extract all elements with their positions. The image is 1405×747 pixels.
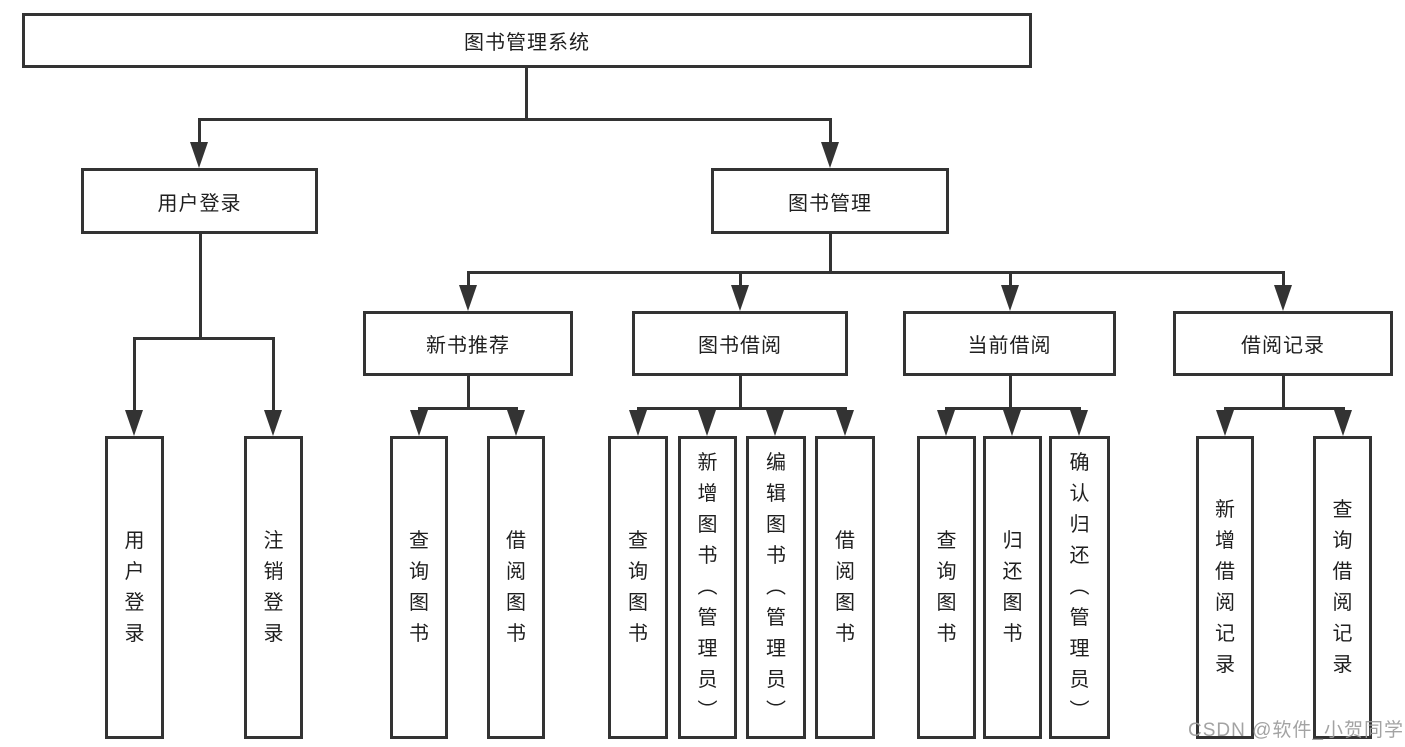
arrow-down-icon — [629, 410, 647, 436]
csdn-watermark: CSDN @软件_小贺同学 — [1188, 720, 1404, 741]
connector-line — [272, 339, 275, 414]
node-leaf-user-login: 用户登录 — [105, 436, 164, 739]
arrow-down-icon — [1334, 410, 1352, 436]
node-new-book-recommend: 新书推荐 — [363, 311, 573, 376]
connector-line — [418, 407, 518, 410]
arrow-down-icon — [1001, 285, 1019, 311]
node-leaf-borrow-books: 借阅图书 — [815, 436, 875, 739]
node-label: 图书管理系统 — [464, 32, 590, 54]
connector-line — [1282, 376, 1285, 409]
connector-line — [198, 118, 832, 121]
node-label: 查询图书 — [628, 529, 648, 645]
node-book-borrow: 图书借阅 — [632, 311, 848, 376]
node-leaf-add-borrow-record: 新增借阅记录 — [1196, 436, 1254, 739]
connector-line — [1282, 273, 1285, 287]
connector-line — [133, 339, 136, 414]
connector-line — [1224, 407, 1345, 410]
connector-line — [637, 407, 847, 410]
connector-line — [945, 407, 1081, 410]
arrow-down-icon — [1003, 410, 1021, 436]
node-book-management-module: 图书管理 — [711, 168, 949, 234]
arrow-down-icon — [698, 410, 716, 436]
arrow-down-icon — [836, 410, 854, 436]
node-user-login-module: 用户登录 — [81, 168, 318, 234]
connector-line — [525, 68, 528, 120]
node-label: 确认归还︵管理员︶ — [1069, 452, 1090, 722]
node-label: 图书借阅 — [698, 335, 782, 357]
arrow-down-icon — [1070, 410, 1088, 436]
node-leaf-edit-book-admin: 编辑图书︵管理员︶ — [746, 436, 806, 739]
node-label: 新增图书︵管理员︶ — [697, 452, 718, 722]
node-label: 编辑图书︵管理员︶ — [766, 452, 786, 722]
connector-line — [739, 376, 742, 409]
connector-line — [467, 376, 470, 409]
node-current-borrow: 当前借阅 — [903, 311, 1116, 376]
node-label: 新书推荐 — [426, 335, 510, 357]
arrow-down-icon — [459, 285, 477, 311]
node-leaf-return-books: 归还图书 — [983, 436, 1042, 739]
node-label: 借阅图书 — [835, 529, 855, 645]
node-label: 归还图书 — [1002, 529, 1023, 645]
node-label: 当前借阅 — [967, 335, 1052, 357]
connector-line — [739, 273, 742, 287]
node-leaf-query-borrow-record: 查询借阅记录 — [1313, 436, 1372, 739]
connector-line — [829, 120, 832, 144]
arrow-down-icon — [1216, 410, 1234, 436]
node-borrow-records: 借阅记录 — [1173, 311, 1393, 376]
node-leaf-logout: 注销登录 — [244, 436, 303, 739]
arrow-down-icon — [410, 410, 428, 436]
node-label: 新增借阅记录 — [1215, 498, 1235, 676]
node-label: 用户登录 — [124, 529, 145, 645]
node-leaf-confirm-return-admin: 确认归还︵管理员︶ — [1049, 436, 1110, 739]
node-label: 查询图书 — [936, 529, 957, 645]
arrow-down-icon — [1274, 285, 1292, 311]
arrow-down-icon — [125, 410, 143, 436]
node-label: 借阅图书 — [506, 529, 526, 645]
node-label: 借阅记录 — [1241, 335, 1325, 357]
node-label: 查询图书 — [409, 529, 429, 645]
connector-line — [1009, 376, 1012, 409]
connector-line — [199, 234, 202, 339]
node-root-system: 图书管理系统 — [22, 13, 1032, 68]
connector-line — [467, 271, 1285, 274]
arrow-down-icon — [190, 142, 208, 168]
node-leaf-add-book-admin: 新增图书︵管理员︶ — [678, 436, 737, 739]
arrow-down-icon — [731, 285, 749, 311]
node-label: 用户登录 — [157, 192, 242, 215]
node-leaf-query-books: 查询图书 — [390, 436, 448, 739]
arrow-down-icon — [264, 410, 282, 436]
arrow-down-icon — [937, 410, 955, 436]
connector-line — [133, 337, 275, 340]
node-leaf-query-books: 查询图书 — [917, 436, 976, 739]
node-leaf-query-books: 查询图书 — [608, 436, 668, 739]
arrow-down-icon — [507, 410, 525, 436]
connector-line — [198, 120, 201, 144]
node-label: 查询借阅记录 — [1332, 498, 1353, 676]
node-leaf-borrow-books: 借阅图书 — [487, 436, 545, 739]
arrow-down-icon — [821, 142, 839, 168]
arrow-down-icon — [766, 410, 784, 436]
node-label: 注销登录 — [263, 529, 284, 645]
node-label: 图书管理 — [788, 192, 872, 215]
connector-line — [829, 234, 832, 273]
connector-line — [1009, 273, 1012, 287]
connector-line — [467, 273, 470, 287]
